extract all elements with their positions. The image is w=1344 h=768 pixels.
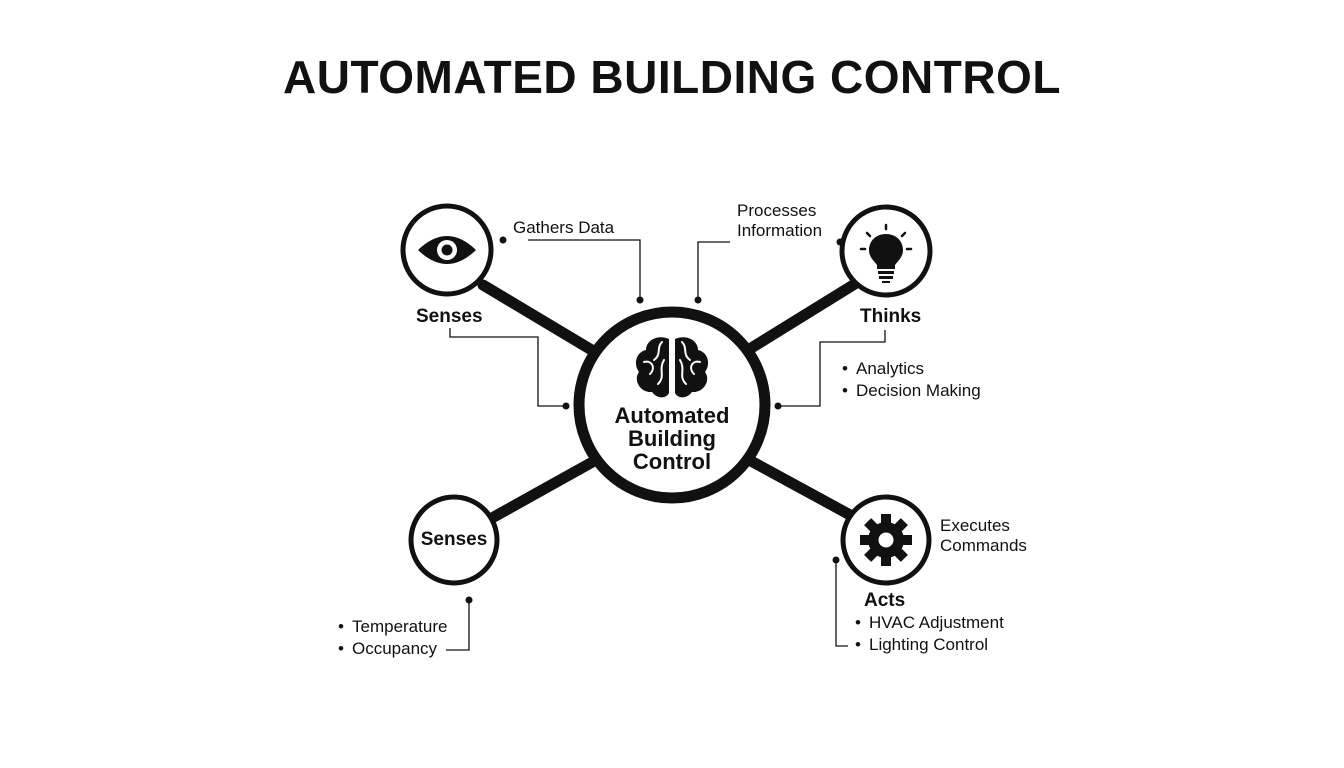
brain-icon [635, 337, 709, 398]
connector-dot [465, 596, 473, 604]
thinks-bullet-list: Analytics Decision Making [842, 358, 981, 402]
connector-dot [694, 296, 702, 304]
annotation-line: Information [737, 221, 823, 240]
connector-thinks-to-center [778, 330, 886, 407]
page-title: AUTOMATED BUILDING CONTROL [283, 51, 1061, 103]
connector-dot [774, 402, 782, 410]
senses-bottom-bullet-list: Temperature Occupancy [338, 616, 447, 660]
connector-acts [835, 560, 848, 647]
acts-bullet-list: HVAC Adjustment Lighting Control [855, 612, 1004, 656]
executes-commands-annotation: Executes Commands [940, 516, 1027, 556]
connector-dot [562, 402, 570, 410]
connector-senses-bottom [446, 600, 470, 651]
acts-label: Acts [864, 590, 906, 611]
connector-processes-info [697, 241, 730, 300]
annotation-line: Executes [940, 516, 1010, 535]
senses-top-label: Senses [416, 306, 483, 327]
center-label-line: Building [628, 426, 716, 451]
eye-icon [418, 236, 476, 264]
connector-dot [636, 296, 644, 304]
connector-senses-to-center [449, 328, 566, 407]
annotation-line: Processes [737, 201, 817, 220]
list-item: HVAC Adjustment [855, 612, 1004, 634]
connector-dot [499, 236, 507, 244]
senses-bottom-node-circle [408, 494, 500, 586]
thinks-label: Thinks [860, 306, 922, 327]
spoke-thinks [734, 276, 864, 361]
list-item: Lighting Control [855, 634, 1004, 656]
lightbulb-icon [859, 223, 913, 283]
center-hub-label: Automated Building Control [592, 404, 752, 473]
list-item: Occupancy [338, 638, 447, 660]
connector-gathers-data [528, 239, 641, 300]
center-hub [573, 306, 771, 504]
list-item: Decision Making [842, 380, 981, 402]
gathers-data-annotation: Gathers Data [513, 218, 615, 237]
center-label-line: Automated [614, 403, 730, 428]
list-item: Temperature [338, 616, 447, 638]
spoke-senses-bottom [486, 449, 611, 524]
spoke-senses-top [477, 279, 606, 361]
spoke-acts [734, 449, 858, 522]
annotation-line: Commands [940, 536, 1027, 555]
center-label-line: Control [632, 449, 712, 474]
list-item: Analytics [842, 358, 981, 380]
processes-information-annotation: Processes Information [737, 201, 822, 241]
connector-dot [832, 556, 840, 564]
gear-icon [860, 514, 912, 566]
senses-bottom-label: Senses [420, 529, 488, 550]
